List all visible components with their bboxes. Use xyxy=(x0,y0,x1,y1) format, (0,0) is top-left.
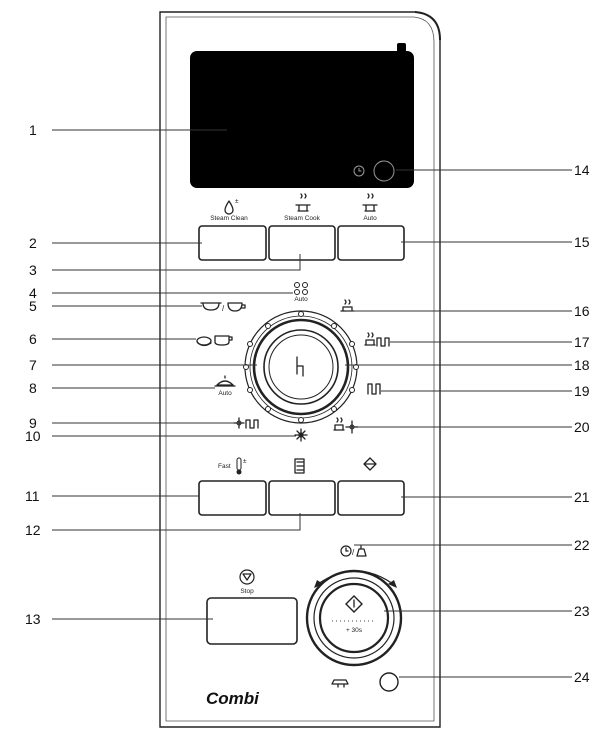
auto-cook-icon xyxy=(294,282,308,295)
callout-4: 4 xyxy=(29,285,37,301)
mode-dial[interactable] xyxy=(243,310,359,424)
steam-cook-button[interactable] xyxy=(268,225,336,261)
steam-cook-label: Steam Cook xyxy=(284,215,321,222)
callout-20: 20 xyxy=(574,419,590,435)
combination-icon xyxy=(363,457,377,471)
clock-icon xyxy=(353,165,365,177)
fast-button[interactable] xyxy=(198,480,267,516)
callout-9: 9 xyxy=(29,415,37,431)
callout-14: 14 xyxy=(574,162,590,178)
callout-11: 11 xyxy=(25,488,40,504)
stop-button[interactable] xyxy=(206,597,298,645)
brand-logo: Combi xyxy=(206,689,260,708)
callout-5: 5 xyxy=(29,298,37,314)
callout-18: 18 xyxy=(574,357,590,373)
door-open-button[interactable] xyxy=(379,672,399,692)
auto-steam-label: Auto xyxy=(363,215,377,222)
rotate-arrow-head-right xyxy=(388,580,397,588)
press-dial-icon xyxy=(296,356,304,377)
callout-numbers: 1 2 3 4 5 6 7 8 9 10 11 12 13 14 15 16 1… xyxy=(25,122,590,685)
plus-30s-label: + 30s xyxy=(346,627,363,634)
steam-cook-icon xyxy=(295,193,311,212)
callout-23: 23 xyxy=(574,603,590,619)
svg-text:/: / xyxy=(222,304,225,313)
svg-text:/: / xyxy=(352,548,355,557)
callout-2: 2 xyxy=(29,235,37,251)
timer-weight-icon: / xyxy=(340,545,367,557)
fast-label: Fast xyxy=(218,463,231,470)
callout-1: 1 xyxy=(29,122,37,138)
callout-3: 3 xyxy=(29,262,37,278)
steam-grill-icon xyxy=(364,332,390,347)
clock-button[interactable] xyxy=(373,160,395,182)
fast-thermometer-icon: ± xyxy=(236,457,247,475)
steam-fan-icon xyxy=(333,417,359,434)
stop-icon xyxy=(239,569,255,585)
svg-text:±: ± xyxy=(243,458,247,465)
callout-13: 13 xyxy=(25,611,41,627)
steam-clean-button[interactable] xyxy=(198,225,267,261)
display-corner-tab xyxy=(397,43,406,53)
steam-clean-icon: ± xyxy=(224,198,239,215)
auto-steam-button[interactable] xyxy=(337,225,405,261)
callout-8: 8 xyxy=(29,380,37,396)
callout-leaders xyxy=(52,129,572,678)
start-icon xyxy=(345,595,363,613)
steam-clean-label: Steam Clean xyxy=(210,215,248,222)
stop-label: Stop xyxy=(240,588,254,595)
svg-text:±: ± xyxy=(235,198,239,205)
callout-6: 6 xyxy=(29,331,37,347)
defrost-icon xyxy=(294,458,305,474)
plate-and-cup-icon xyxy=(196,335,233,347)
start-knob[interactable] xyxy=(305,569,403,667)
auto-dish-icon xyxy=(214,375,236,387)
callout-17: 17 xyxy=(574,334,590,350)
door-open-icon xyxy=(331,679,349,688)
callout-19: 19 xyxy=(574,383,590,399)
callout-22: 22 xyxy=(574,537,590,553)
rotate-arrow-head-left xyxy=(314,580,323,588)
display-window xyxy=(190,51,414,188)
grill-icon xyxy=(367,383,381,395)
defrost-button[interactable] xyxy=(268,480,336,516)
auto-steam-icon xyxy=(362,193,378,212)
callout-15: 15 xyxy=(574,234,590,250)
combination-button[interactable] xyxy=(337,480,405,516)
callout-16: 16 xyxy=(574,303,590,319)
fan-icon xyxy=(294,428,308,442)
callout-7: 7 xyxy=(29,357,37,373)
auto-cook-label: Auto xyxy=(294,296,308,303)
callout-24: 24 xyxy=(574,669,590,685)
fan-grill-icon xyxy=(233,417,259,429)
callout-21: 21 xyxy=(574,489,590,505)
callout-12: 12 xyxy=(25,522,41,538)
auto-dish-label: Auto xyxy=(218,390,232,397)
pot-and-cup-icon: / xyxy=(200,302,246,313)
callout-10: 10 xyxy=(25,428,41,444)
